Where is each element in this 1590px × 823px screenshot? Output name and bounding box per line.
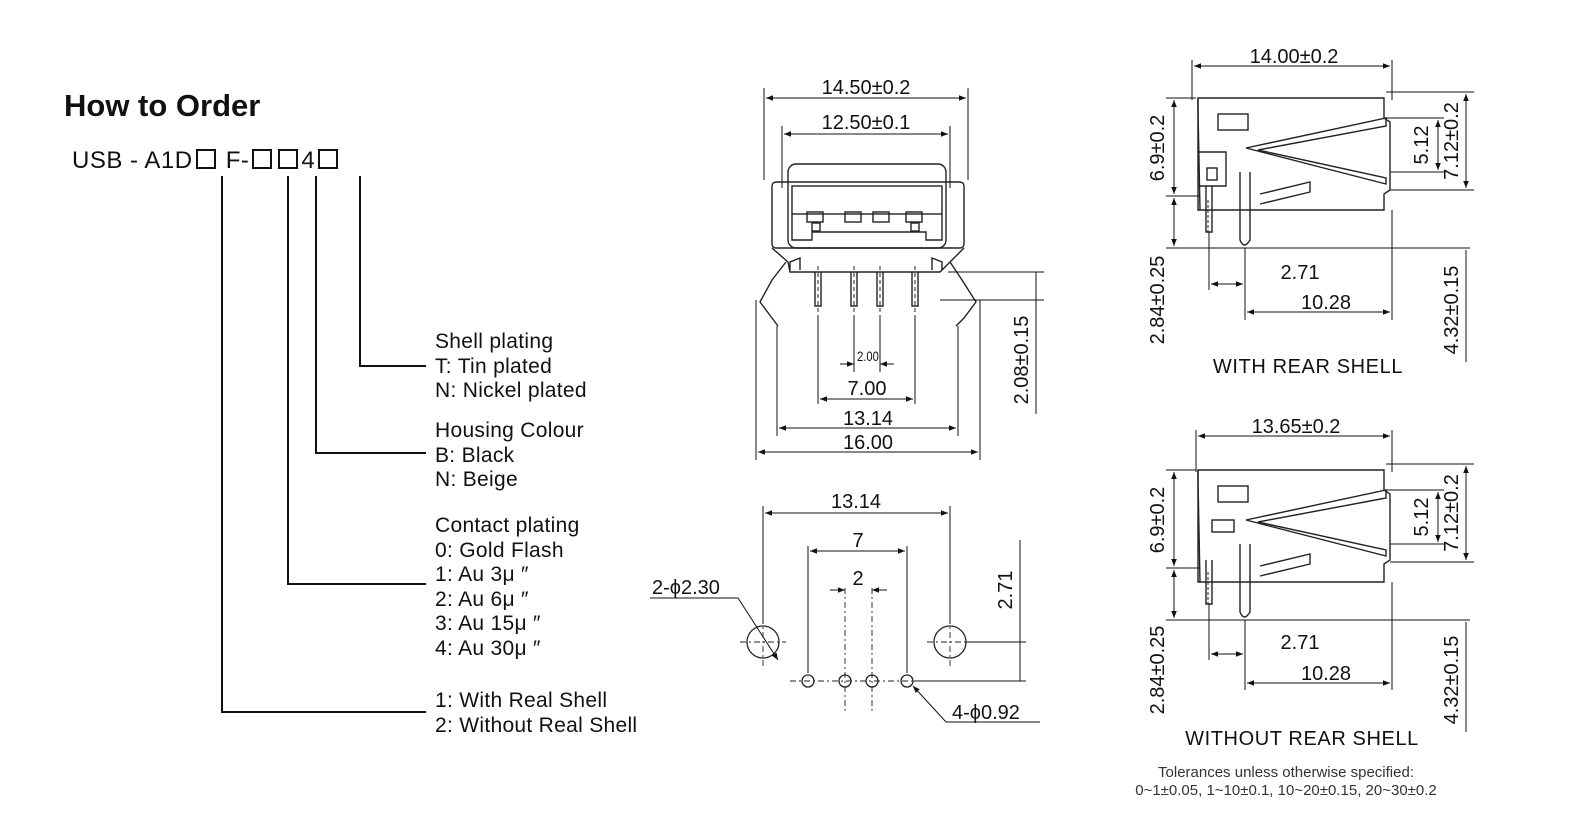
shell-type-options: 1: With Real Shell 2: Without Real Shell <box>435 689 637 738</box>
pcb-dim-2: 2 <box>852 568 863 590</box>
with-dim-c: 7.12±0.2 <box>1441 102 1463 180</box>
without-dim-g: 4.32±0.15 <box>1441 636 1463 725</box>
without-dim-length: 13.65±0.2 <box>1252 416 1341 438</box>
with-dim-f: 10.28 <box>1301 292 1351 314</box>
front-view-drawing <box>759 163 977 327</box>
front-dim-inner: 12.50±0.1 <box>822 112 911 134</box>
front-view-dimensions <box>755 88 1044 460</box>
option-line: N: Nickel plated <box>435 379 587 402</box>
front-dim-total: 16.00 <box>843 432 893 454</box>
order-leader-lines <box>221 176 426 713</box>
front-dim-height: 2.08±0.15 <box>1011 316 1033 405</box>
side-with-shell-labels: 14.00±0.2 6.9±0.2 5.12 7.12±0.2 2.84±0.2… <box>1147 46 1463 378</box>
front-dim-legs: 13.14 <box>843 408 893 430</box>
with-dim-a: 6.9±0.2 <box>1147 115 1169 182</box>
side-with-shell-dimensions <box>1166 60 1474 362</box>
tolerance-line-2: 0~1±0.05, 1~10±0.1, 10~20±0.15, 20~30±0.… <box>1135 782 1437 799</box>
front-dim-pitch: 2.00 <box>857 349 879 364</box>
code-slot-contact-plating <box>252 149 273 169</box>
pcb-dim-depth: 2.71 <box>995 571 1017 610</box>
without-dim-a: 6.9±0.2 <box>1147 487 1169 554</box>
option-line: 3: Au 15μ ″ <box>435 612 541 635</box>
side-view-with-shell <box>1197 97 1391 246</box>
pcb-layout-labels: 13.14 7 2 2.71 2-ϕ2.30 4-ϕ0.92 <box>652 491 1020 724</box>
option-line: Contact plating <box>435 514 580 537</box>
option-line: 2: Without Real Shell <box>435 713 638 737</box>
part-number-code: USB - A1D F- 4 <box>72 147 341 175</box>
side-without-shell-dimensions <box>1166 430 1474 732</box>
option-line: 4: Au 30μ ″ <box>435 636 541 660</box>
code-slot-housing-colour <box>278 149 299 169</box>
with-dim-d: 2.84±0.25 <box>1147 256 1169 345</box>
without-dim-f: 10.28 <box>1301 663 1351 685</box>
without-dim-b: 5.12 <box>1411 498 1433 537</box>
pcb-layout-dimensions <box>650 506 1040 723</box>
front-dim-top: 14.50±0.2 <box>822 77 911 99</box>
tolerance-note: Tolerances unless otherwise specified: 0… <box>1086 764 1486 800</box>
option-line: 1: Au 3μ ″ <box>435 563 529 586</box>
code-slot-shell-plating <box>318 149 339 169</box>
side-without-shell-labels: 13.65±0.2 6.9±0.2 5.12 7.12±0.2 2.84±0.2… <box>1147 416 1463 750</box>
without-dim-e: 2.71 <box>1281 632 1320 654</box>
option-line: 0: Gold Flash <box>435 538 564 562</box>
without-dim-d: 2.84±0.25 <box>1147 626 1169 715</box>
option-line: B: Black <box>435 443 515 467</box>
pcb-large-hole: 2-ϕ2.30 <box>652 577 720 599</box>
with-dim-b: 5.12 <box>1411 126 1433 165</box>
with-caption: WITH REAR SHELL <box>1213 356 1403 378</box>
page-title: How to Order <box>64 88 261 123</box>
option-line: T: Tin plated <box>435 354 553 378</box>
without-caption: WITHOUT REAR SHELL <box>1185 728 1419 750</box>
pcb-dim-width: 13.14 <box>831 491 881 513</box>
pcb-layout-drawing <box>740 588 973 712</box>
option-line: 1: With Real Shell <box>435 689 608 712</box>
front-view-labels: 14.50±0.2 12.50±0.1 2.00 7.00 13.14 16.0… <box>822 77 1033 454</box>
shell-plating-options: Shell plating T: Tin plated N: Nickel pl… <box>435 330 587 404</box>
option-line: N: Beige <box>435 468 518 491</box>
code-mid: F- <box>225 147 250 174</box>
code-slot-shell-type <box>195 149 216 169</box>
option-line: Housing Colour <box>435 419 584 442</box>
option-line: 2: Au 6μ ″ <box>435 587 529 611</box>
code-end: 4 <box>301 147 316 174</box>
pcb-small-hole: 4-ϕ0.92 <box>952 702 1020 724</box>
with-dim-g: 4.32±0.15 <box>1441 266 1463 355</box>
option-line: Shell plating <box>435 330 554 353</box>
code-prefix: USB - A1D <box>72 147 193 174</box>
housing-colour-options: Housing Colour B: Black N: Beige <box>435 419 584 493</box>
with-dim-e: 2.71 <box>1281 262 1320 284</box>
side-view-without-shell <box>1197 469 1391 618</box>
pcb-dim-7: 7 <box>852 530 863 552</box>
front-dim-pins: 7.00 <box>848 378 887 400</box>
without-dim-c: 7.12±0.2 <box>1441 474 1463 552</box>
with-dim-length: 14.00±0.2 <box>1250 46 1339 68</box>
tolerance-line-1: Tolerances unless otherwise specified: <box>1158 764 1414 781</box>
contact-plating-options: Contact plating 0: Gold Flash 1: Au 3μ ″… <box>435 514 580 661</box>
